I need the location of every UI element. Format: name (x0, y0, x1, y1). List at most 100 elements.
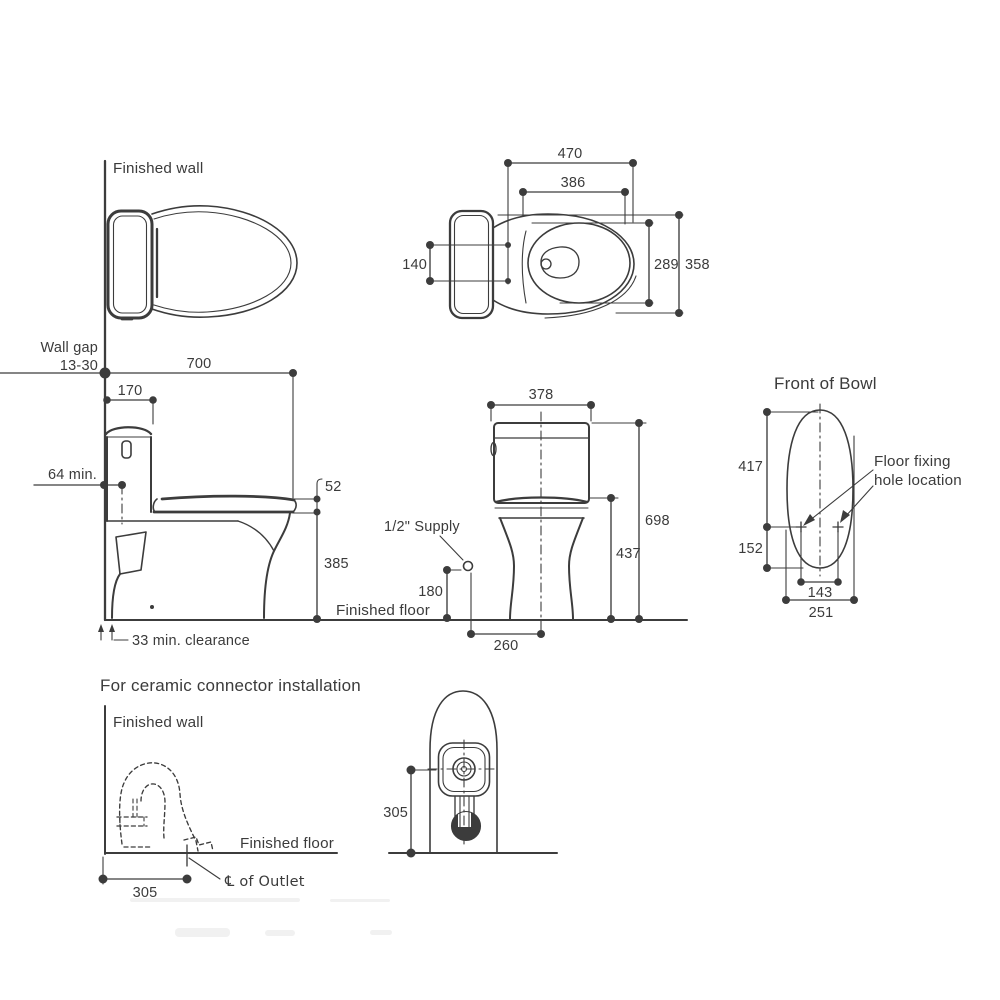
dim-305-label: 305 (133, 885, 158, 901)
lid-inner-outline (153, 211, 292, 313)
arrow-head (840, 510, 850, 523)
trap-inner-curve (140, 783, 166, 839)
supply-point (462, 560, 474, 572)
dim-180-label: 180 (418, 584, 443, 600)
dim-470-label: 470 (558, 146, 583, 162)
dim-143-label: 143 (808, 585, 833, 601)
scan-smudge (265, 930, 295, 936)
dim-dot (782, 596, 790, 604)
dim-698-label: 698 (645, 513, 670, 529)
base-back-edge (111, 573, 121, 619)
dim-dot (182, 874, 192, 884)
pedestal-left (499, 517, 515, 620)
seat-side-drawing (152, 494, 321, 514)
dim-698: 698 (591, 419, 670, 623)
dim-385-label: 385 (324, 556, 349, 572)
flush-lever (490, 441, 497, 457)
dim-64-min: 64 min. (33, 467, 126, 525)
scan-artifacts (130, 898, 392, 937)
jet-hole (540, 258, 552, 270)
dim-289-label: 289 (654, 257, 679, 273)
front-drawing (490, 422, 590, 620)
dim-417-label: 417 (738, 459, 763, 475)
dim-437-label: 437 (616, 546, 641, 562)
dim-386-label: 386 (561, 175, 586, 191)
scan-smudge (370, 930, 392, 935)
dim-dot (443, 614, 451, 622)
rear-body-outline (429, 690, 498, 854)
scan-smudge (330, 899, 390, 902)
dim-dot (313, 495, 321, 503)
dim-437: 437 (589, 494, 641, 623)
leader-hook (316, 478, 323, 500)
plan-drawing (448, 209, 637, 320)
dim-dot (537, 630, 545, 638)
dim-dot (635, 615, 643, 623)
dim-140-label: 140 (402, 257, 427, 273)
leader-line (188, 857, 221, 880)
tank-inner-outline (112, 215, 148, 314)
dim-52: 52 (313, 478, 342, 516)
bowl-front-curve (263, 512, 291, 619)
dim-dot (607, 615, 615, 623)
dim-260-label: 260 (494, 638, 519, 654)
bolt-hole-dot (505, 278, 511, 284)
dim-33-label: 33 min. clearance (132, 633, 250, 649)
seat-top-curve (494, 496, 589, 504)
supply-callout: 1/2" Supply (384, 519, 474, 572)
outlet-assembly (427, 739, 497, 847)
bowl-footprint-outline (786, 409, 854, 569)
scan-smudge (175, 928, 230, 937)
dim-dot (103, 396, 111, 404)
cistern-side-drawing (104, 426, 239, 522)
dim-358: 358 (497, 211, 710, 317)
arrow-head (803, 514, 815, 526)
dim-700-label: 700 (187, 356, 212, 372)
tank-front-outline (493, 422, 590, 504)
seat-hinge (152, 498, 158, 513)
dim-170: 170 (103, 383, 157, 425)
arrow-head (98, 624, 104, 632)
sump-outline (540, 246, 580, 279)
dim-140: 140 (402, 241, 511, 285)
dim-dot (850, 596, 858, 604)
dim-64min-label: 64 min. (48, 467, 97, 483)
tank-plan-inner (453, 214, 490, 315)
dim-143: 143 (797, 530, 842, 601)
dim-33-clearance: 33 min. clearance (98, 624, 250, 649)
finished-floor-label: Finished floor (240, 835, 334, 852)
front-view: 378 698 437 1/2" Supply (384, 387, 670, 654)
dim-305-rear-label: 305 (383, 805, 408, 821)
dim-378-label: 378 (529, 387, 554, 403)
outlet-label: ℄ of Outlet (224, 874, 305, 890)
fixing-note-line2: hole location (874, 472, 962, 489)
dim-700: Wall gap 13-30 700 (0, 340, 297, 499)
top-view: 470 386 140 (402, 146, 710, 320)
front-of-bowl-view: Front of Bowl 417 152 Floor fixing hole … (738, 374, 962, 621)
dim-52-label: 52 (325, 479, 342, 495)
dim-251: 251 (782, 435, 858, 621)
dim-417-152-chain: 417 152 (738, 408, 819, 572)
finished-floor-label: Finished floor (336, 602, 430, 619)
bowl-neck-line (521, 230, 527, 304)
trap-outer-curve (118, 762, 199, 852)
rear-view: 305 (383, 690, 558, 858)
bolt-hole-dot (505, 242, 511, 248)
finished-wall-label: Finished wall (113, 714, 203, 731)
tank-plan-outline (448, 209, 495, 320)
tank-outline (106, 209, 154, 320)
leader-line (439, 535, 464, 561)
leader-line (808, 469, 874, 522)
leader-line (844, 485, 874, 518)
bowl-plan-outline (492, 213, 635, 315)
dim-dot (834, 578, 842, 586)
supply-label: 1/2" Supply (384, 519, 460, 535)
outlet-callout: ℄ of Outlet (188, 857, 305, 890)
dim-305-offset: 305 (98, 856, 192, 901)
bowl-under-curve (237, 520, 275, 552)
dim-386: 386 (519, 175, 629, 225)
wall-gap-label-1: Wall gap (41, 340, 98, 356)
fixing-note-line1: Floor fixing (874, 453, 951, 470)
